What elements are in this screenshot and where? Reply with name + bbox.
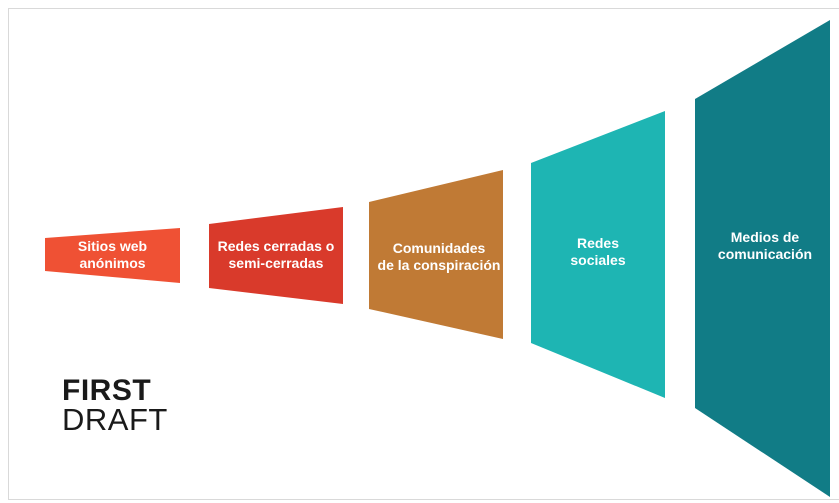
stage-shape-social-networks <box>531 111 665 398</box>
stage-label-anonymous-sites: Sitios web anónimos <box>77 238 148 271</box>
stage-label-mass-media: Medios de comunicación <box>717 229 813 262</box>
stage-shape-mass-media <box>695 20 830 497</box>
logo-line-draft: DRAFT <box>62 402 168 437</box>
stage-shape-closed-networks <box>209 207 343 304</box>
stage-label-conspiracy-communities: Comunidades de la conspiración <box>377 240 501 273</box>
logo-line-first: FIRST <box>62 374 152 407</box>
stage-shape-conspiracy-communities <box>369 170 503 339</box>
stage-label-closed-networks: Redes cerradas o semi-cerradas <box>217 238 335 271</box>
stage-shape-anonymous-sites <box>45 228 180 283</box>
stage-label-social-networks: Redes sociales <box>570 235 626 268</box>
first-draft-logo: FIRST DRAFT <box>62 374 168 437</box>
